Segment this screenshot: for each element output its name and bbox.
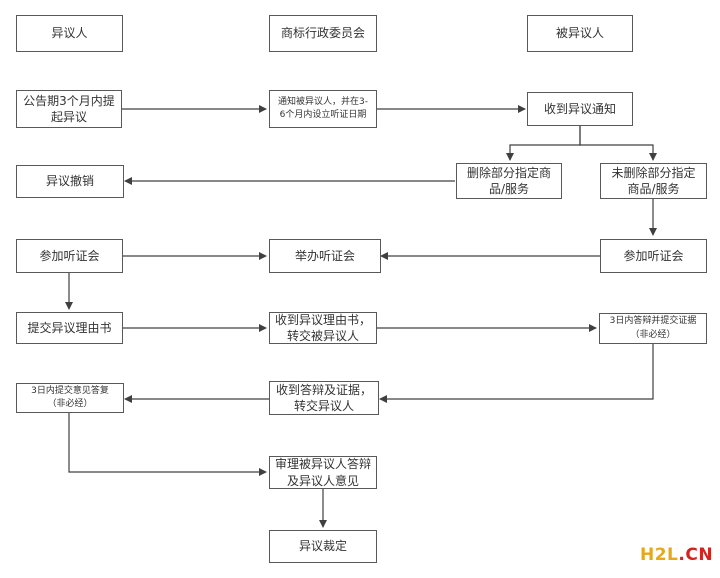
node-text: 公告期3个月内提 <box>23 93 115 108</box>
node-not-delete: 未删除部分指定 商品/服务 <box>600 163 707 199</box>
node-reply-within-3-days: 3日内答辩并提交证据 （非必经） <box>599 313 707 344</box>
node-submit-reason: 提交异议理由书 <box>16 312 123 344</box>
node-text: （非必经） <box>47 399 93 409</box>
node-text: 参加听证会 <box>39 248 100 263</box>
node-notify-opposed: 通知被异议人，并在3- 6个月内设立听证日期 <box>269 90 377 128</box>
node-text: 参加听证会 <box>623 248 684 263</box>
node-attend-hearing-opposed: 参加听证会 <box>600 239 707 273</box>
edge-receive-notice-to-delete-part <box>506 126 581 161</box>
node-text: 起异议 <box>50 110 87 124</box>
lane-header-committee-label: 商标行政委员会 <box>280 26 365 41</box>
node-attend-hearing-opposer: 参加听证会 <box>16 239 123 273</box>
node-receive-reason: 收到异议理由书， 转交被异议人 <box>269 312 377 344</box>
watermark-logo: H2L.CN <box>640 545 713 565</box>
node-text: 3日内答辩并提交证据 <box>609 316 697 327</box>
node-delete-part: 删除部分指定商 品/服务 <box>456 163 562 199</box>
node-receive-notice: 收到异议通知 <box>527 92 633 126</box>
node-text: 3日内提交意见答复 <box>31 385 109 396</box>
node-text: 举办听证会 <box>294 248 355 263</box>
node-raise-opposition: 公告期3个月内提 起异议 <box>16 90 122 128</box>
node-text: 收到异议通知 <box>543 101 616 116</box>
lane-header-opposer: 异议人 <box>16 15 123 52</box>
node-ruling: 异议裁定 <box>269 530 377 563</box>
node-text: 提交异议理由书 <box>27 320 112 335</box>
edge-receive-notice-to-not-delete <box>579 126 657 161</box>
node-text: 6个月内设立听证日期 <box>279 110 367 120</box>
node-text: 审理被异议人答辩 <box>274 457 371 472</box>
node-text: 及异议人意见 <box>286 473 359 488</box>
node-text: 异议撤销 <box>45 174 94 189</box>
node-hold-hearing: 举办听证会 <box>269 239 381 273</box>
node-text: 转交被异议人 <box>286 329 359 343</box>
lane-header-opposer-label: 异议人 <box>51 26 88 41</box>
lane-header-opposed-label: 被异议人 <box>555 26 604 41</box>
node-text: 商品/服务 <box>627 182 680 196</box>
watermark-part-2: .CN <box>678 545 714 565</box>
node-withdraw: 异议撤销 <box>16 165 124 198</box>
node-text: 品/服务 <box>488 182 530 196</box>
edge-reply-to-receive-reply <box>379 344 654 403</box>
node-text: （非必经） <box>630 329 676 340</box>
node-opinion-within-3-days: 3日内提交意见答复 （非必经） <box>16 383 124 413</box>
node-text: 收到答辩及证据， <box>275 382 372 397</box>
watermark-part-1: H2L <box>640 545 679 565</box>
node-text: 通知被异议人，并在3- <box>278 96 368 107</box>
lane-header-committee: 商标行政委员会 <box>269 15 377 52</box>
node-text: 删除部分指定商 <box>466 165 551 180</box>
node-text: 收到异议理由书， <box>274 312 371 327</box>
node-receive-reply: 收到答辩及证据， 转交异议人 <box>269 381 379 415</box>
node-review: 审理被异议人答辩 及异议人意见 <box>269 456 377 489</box>
node-text: 未删除部分指定 <box>611 165 696 180</box>
node-text: 异议裁定 <box>298 539 347 554</box>
edge-opinion-to-review <box>68 413 267 476</box>
node-text: 转交异议人 <box>293 399 354 413</box>
lane-header-opposed: 被异议人 <box>527 15 633 52</box>
